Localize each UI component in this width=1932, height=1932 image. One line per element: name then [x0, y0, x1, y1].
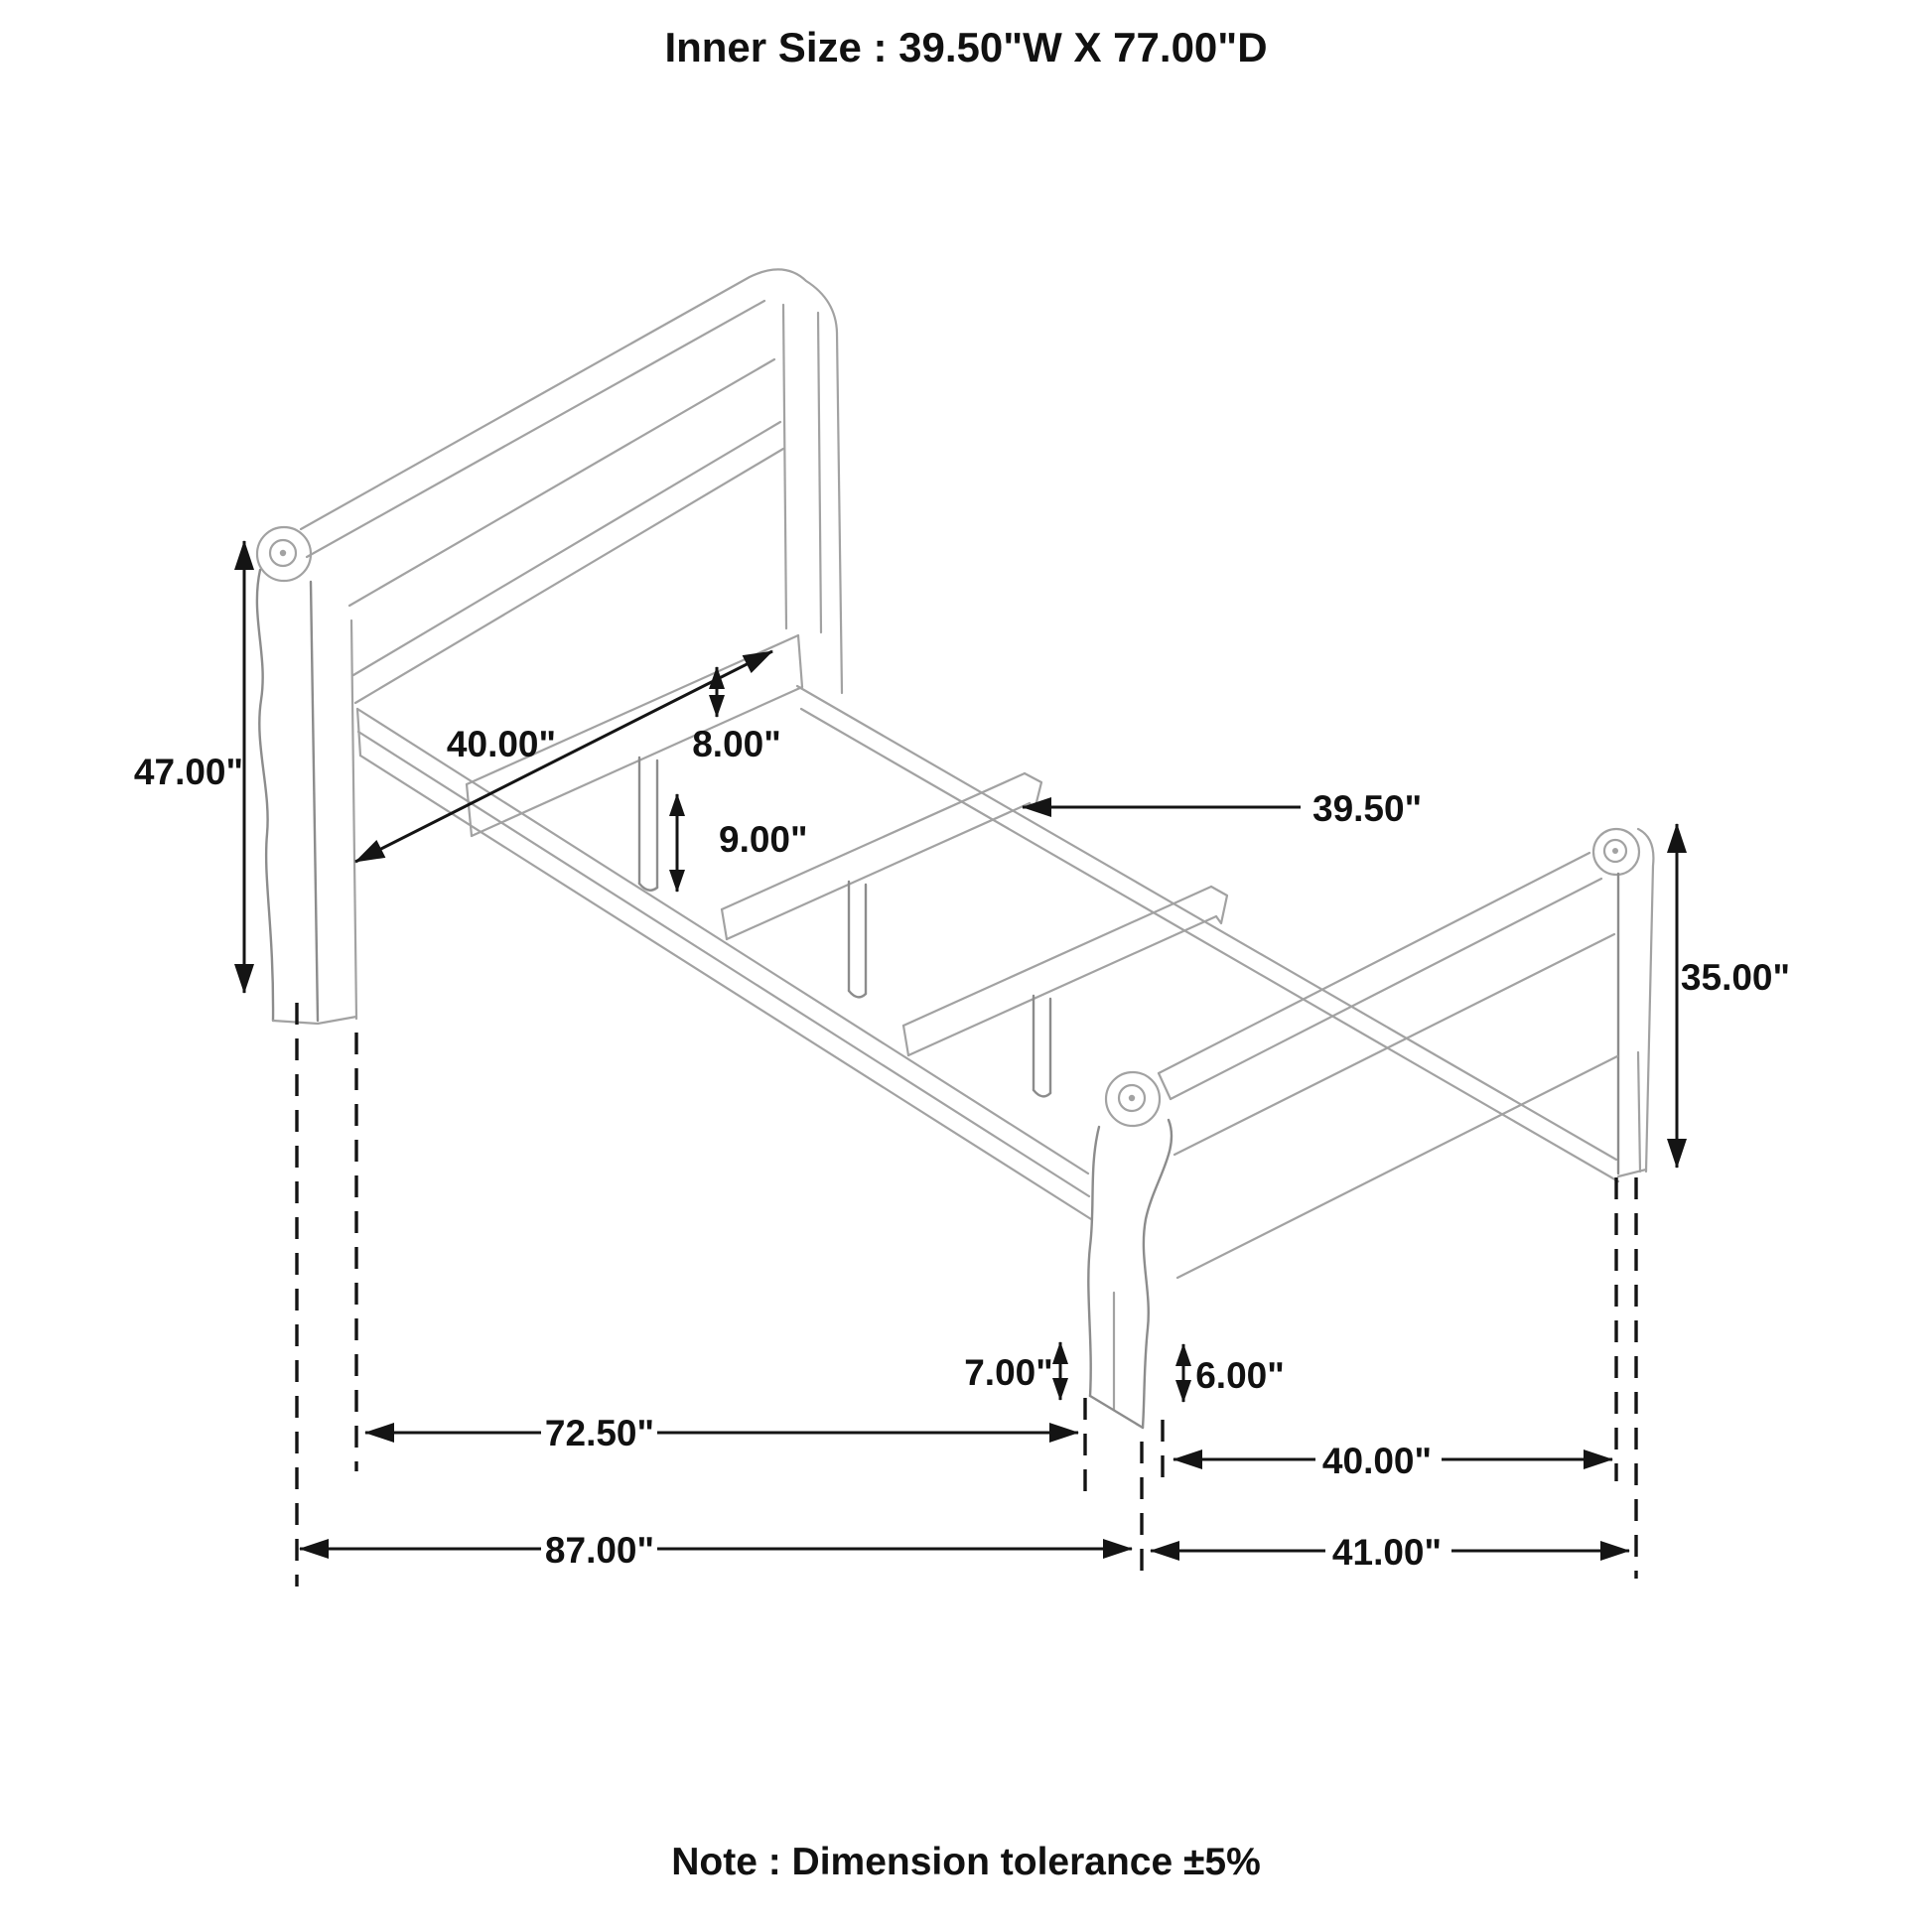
headboard-near-post-front-edge [255, 568, 275, 1023]
headboard-panel-bottom-b [353, 447, 785, 705]
dim-overall-length-label: 87.00" [545, 1530, 654, 1571]
slat-middle-near-cap [720, 907, 729, 941]
footboard-rear-scroll-dot [1612, 848, 1618, 854]
dim-slat-rail-height-label: 8.00" [692, 724, 781, 764]
near-rail-end-cap [355, 707, 362, 758]
dim-inner-rail-length-label: 72.50" [545, 1413, 654, 1453]
dim-headboard-width-label: 40.00" [447, 724, 556, 764]
headboard-scroll-knob [268, 538, 298, 568]
dim-footboard-inner-width: 40.00" [1173, 1441, 1613, 1481]
dim-inner-rail-length: 72.50" [364, 1413, 1079, 1453]
headboard-near-post-right-edge [309, 580, 320, 1023]
headboard-top-rail-inner [305, 299, 766, 559]
footboard-top-rail-inner [1169, 877, 1603, 1101]
tolerance-note: Note : Dimension tolerance ±5% [671, 1841, 1261, 1883]
footboard-front-scroll-dot [1128, 1094, 1136, 1102]
dim-side-rail-clearance-label: 7.00" [964, 1352, 1053, 1393]
footboard-rear-scroll-curl [1591, 827, 1641, 877]
dim-slat-length: 39.50" [1022, 788, 1422, 829]
dim-footboard-leg-height: 6.00" [1175, 1343, 1285, 1403]
support-leg-1-foot [637, 882, 659, 892]
footboard-panel-bottom [1175, 1054, 1619, 1280]
dim-footboard-inner-width-label: 40.00" [1322, 1441, 1432, 1481]
dim-headboard-width: 40.00" [354, 649, 773, 864]
footboard-front-post-right-edge [1141, 1118, 1173, 1430]
dim-headboard-width-arrow [354, 649, 773, 864]
dim-support-leg-height-label: 9.00" [719, 819, 808, 860]
headboard [255, 268, 844, 1026]
dim-slat-length-label: 39.50" [1312, 788, 1422, 829]
footboard-rear-scroll-knob [1602, 838, 1628, 864]
footboard-front-scroll-curl [1104, 1070, 1162, 1128]
slats [720, 771, 1229, 1057]
head-slat-rail-right-cap [796, 633, 804, 689]
near-rail-top [355, 707, 1090, 1175]
footboard-top-rail-cap [1157, 1071, 1173, 1101]
far-rail-top [795, 684, 1618, 1162]
slat-foot-bottom [906, 914, 1218, 1057]
footboard-front-post-left-edge [1087, 1125, 1101, 1398]
dim-overall-width-label: 41.00" [1332, 1532, 1442, 1573]
footboard-front-scroll-knob [1117, 1083, 1147, 1113]
headboard-top-rail-outer [299, 268, 844, 695]
footboard [1087, 827, 1655, 1430]
dim-footboard-height-label: 35.00" [1681, 957, 1790, 998]
dim-headboard-height-label: 47.00" [134, 752, 243, 792]
dim-slat-rail-height: 8.00" [692, 666, 781, 764]
page-title: Inner Size : 39.50"W X 77.00"D [664, 24, 1267, 70]
headboard-scroll-dot [279, 549, 287, 557]
headboard-near-post-bottom [271, 1015, 358, 1026]
headboard-far-post-edge-2 [816, 311, 823, 634]
slat-middle-top [720, 771, 1027, 911]
headboard-far-post-edge-1 [781, 303, 788, 630]
dim-support-leg-height: 9.00" [669, 793, 808, 893]
footboard-top-rail-outer [1157, 851, 1591, 1075]
extension-lines [295, 1003, 1638, 1587]
slat-foot-near-cap [901, 1024, 910, 1057]
far-rail-bottom [799, 707, 1620, 1183]
slat-foot-top [901, 885, 1213, 1028]
dim-overall-length: 87.00" [299, 1530, 1133, 1571]
support-leg-3-foot [1032, 1088, 1052, 1098]
headboard-panel-top [347, 357, 776, 608]
dim-footboard-height: 35.00" [1667, 823, 1790, 1169]
footboard-panel-top [1173, 932, 1616, 1157]
footboard-rear-post-outer [1636, 827, 1655, 1173]
dim-footboard-leg-height-label: 6.00" [1195, 1355, 1285, 1396]
dim-overall-width: 41.00" [1150, 1532, 1630, 1573]
footboard-rear-leg-edge [1636, 1050, 1642, 1173]
slat-middle-bottom [725, 801, 1032, 941]
footboard-front-leg-bottom [1088, 1394, 1145, 1430]
dim-side-rail-clearance: 7.00" [964, 1341, 1068, 1401]
support-leg-2-foot [847, 989, 868, 999]
bed-sketch [255, 268, 1655, 1430]
head-slat-rail-left-cap [465, 782, 474, 838]
footboard-rear-post-bottom [1616, 1168, 1648, 1178]
dim-headboard-height: 47.00" [134, 540, 254, 994]
headboard-panel-bottom-a [351, 420, 782, 677]
dimension-annotations: 47.00" 40.00" 8.00" 9.00" 39.50" 35.00" [134, 540, 1790, 1587]
slat-foot-far-cap [1209, 885, 1229, 925]
headboard-near-post-back-edge [349, 619, 358, 1021]
